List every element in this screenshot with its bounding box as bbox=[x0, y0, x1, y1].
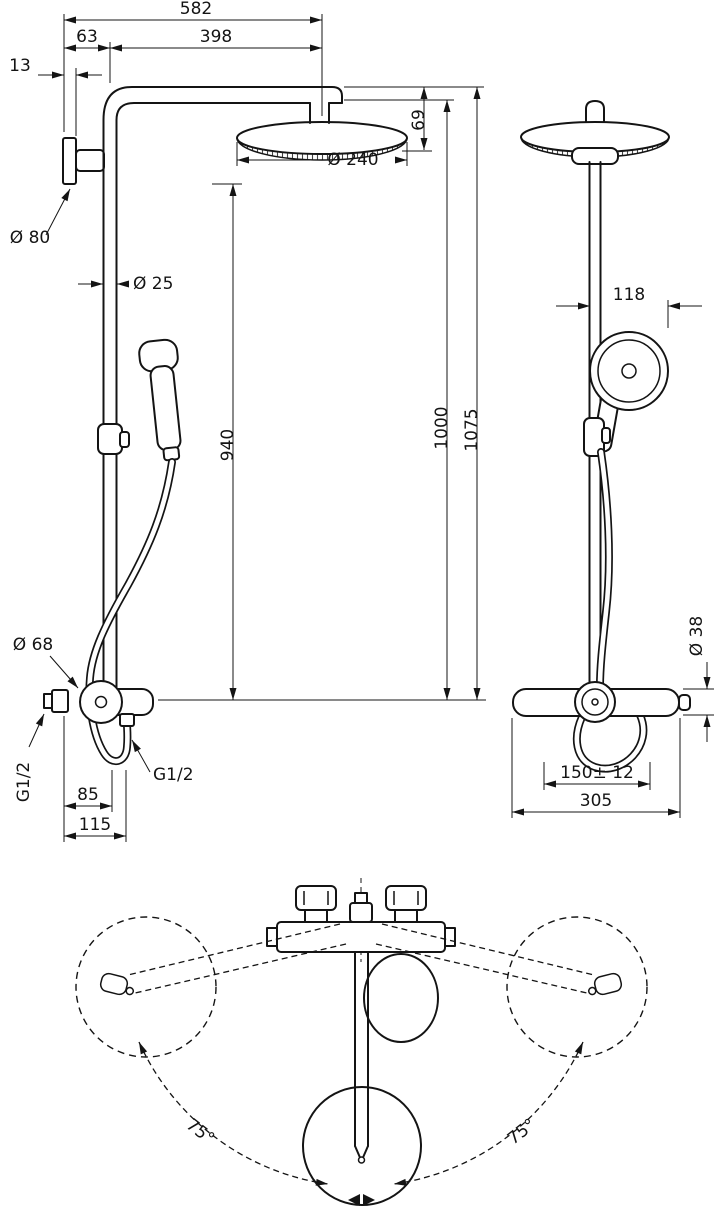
dim-label-13: 13 bbox=[9, 56, 31, 76]
angle-label-right: 75° bbox=[504, 1115, 540, 1149]
dim-label-1075: 1075 bbox=[462, 408, 482, 451]
side-dimensions: 118 Ø 38 150± 12 305 bbox=[511, 285, 714, 818]
front-thermostat-valve bbox=[43, 680, 154, 727]
front-overhead-shower bbox=[236, 102, 408, 161]
side-thermostat-valve bbox=[512, 681, 691, 723]
dim-label-398: 398 bbox=[200, 27, 232, 47]
front-hand-shower bbox=[138, 338, 182, 462]
dim-label-escutcheon-diameter: Ø 80 bbox=[10, 228, 50, 248]
front-valve-escutcheon bbox=[79, 680, 123, 724]
dim-label-63: 63 bbox=[76, 27, 98, 47]
dim-label-69: 69 bbox=[409, 109, 429, 131]
front-dimensions: 582 63 398 13 69 Ø 240 Ø 80 Ø 25 940 100… bbox=[9, 0, 486, 842]
front-wall-bracket bbox=[62, 137, 105, 185]
top-pipe-down bbox=[354, 951, 369, 1164]
top-valve-body bbox=[266, 885, 456, 953]
dim-label-hose-diameter: Ø 38 bbox=[687, 616, 707, 656]
side-head-hub bbox=[571, 147, 619, 165]
front-shower-head bbox=[236, 121, 408, 155]
side-valve-escutcheon bbox=[574, 681, 616, 723]
top-handshower-right bbox=[587, 972, 623, 996]
dim-label-head-diameter: Ø 240 bbox=[327, 150, 378, 170]
dim-label-582: 582 bbox=[180, 0, 212, 19]
side-view: 118 Ø 38 150± 12 305 bbox=[511, 100, 714, 818]
dim-label-connection-spacing: 150± 12 bbox=[560, 763, 634, 783]
front-head-connector bbox=[309, 102, 330, 124]
top-center-indicator bbox=[348, 1194, 375, 1206]
dim-label-115: 115 bbox=[79, 815, 111, 835]
dim-label-305: 305 bbox=[580, 791, 612, 811]
top-swivel-arms bbox=[99, 923, 623, 996]
front-hose-connector bbox=[119, 713, 135, 727]
dim-label-118: 118 bbox=[613, 285, 645, 305]
front-slider-clamp bbox=[97, 423, 130, 455]
thread-label-left: G1/2 bbox=[14, 762, 34, 803]
top-overhead-shower bbox=[302, 1086, 422, 1206]
dim-label-valve-diameter: Ø 68 bbox=[13, 635, 53, 655]
dim-label-85: 85 bbox=[77, 785, 99, 805]
top-view: 75° 75° bbox=[75, 878, 648, 1206]
side-overhead-shower bbox=[520, 100, 670, 165]
dim-label-pipe-diameter: Ø 25 bbox=[133, 274, 173, 294]
thread-label-bottom: G1/2 bbox=[153, 765, 194, 785]
top-swivel-circle-right bbox=[506, 916, 648, 1058]
top-handshower-left bbox=[99, 972, 135, 996]
front-pipe-and-arm bbox=[102, 86, 343, 693]
side-shower-hose bbox=[572, 448, 648, 773]
side-hand-shower bbox=[583, 331, 669, 457]
dim-label-1000: 1000 bbox=[432, 406, 452, 449]
top-swivel-circle-left bbox=[75, 916, 217, 1058]
front-view: 582 63 398 13 69 Ø 240 Ø 80 Ø 25 940 100… bbox=[9, 0, 486, 842]
dim-label-940: 940 bbox=[218, 429, 238, 461]
angle-label-left: 75° bbox=[182, 1115, 218, 1149]
top-handshower-parked bbox=[363, 953, 439, 1043]
